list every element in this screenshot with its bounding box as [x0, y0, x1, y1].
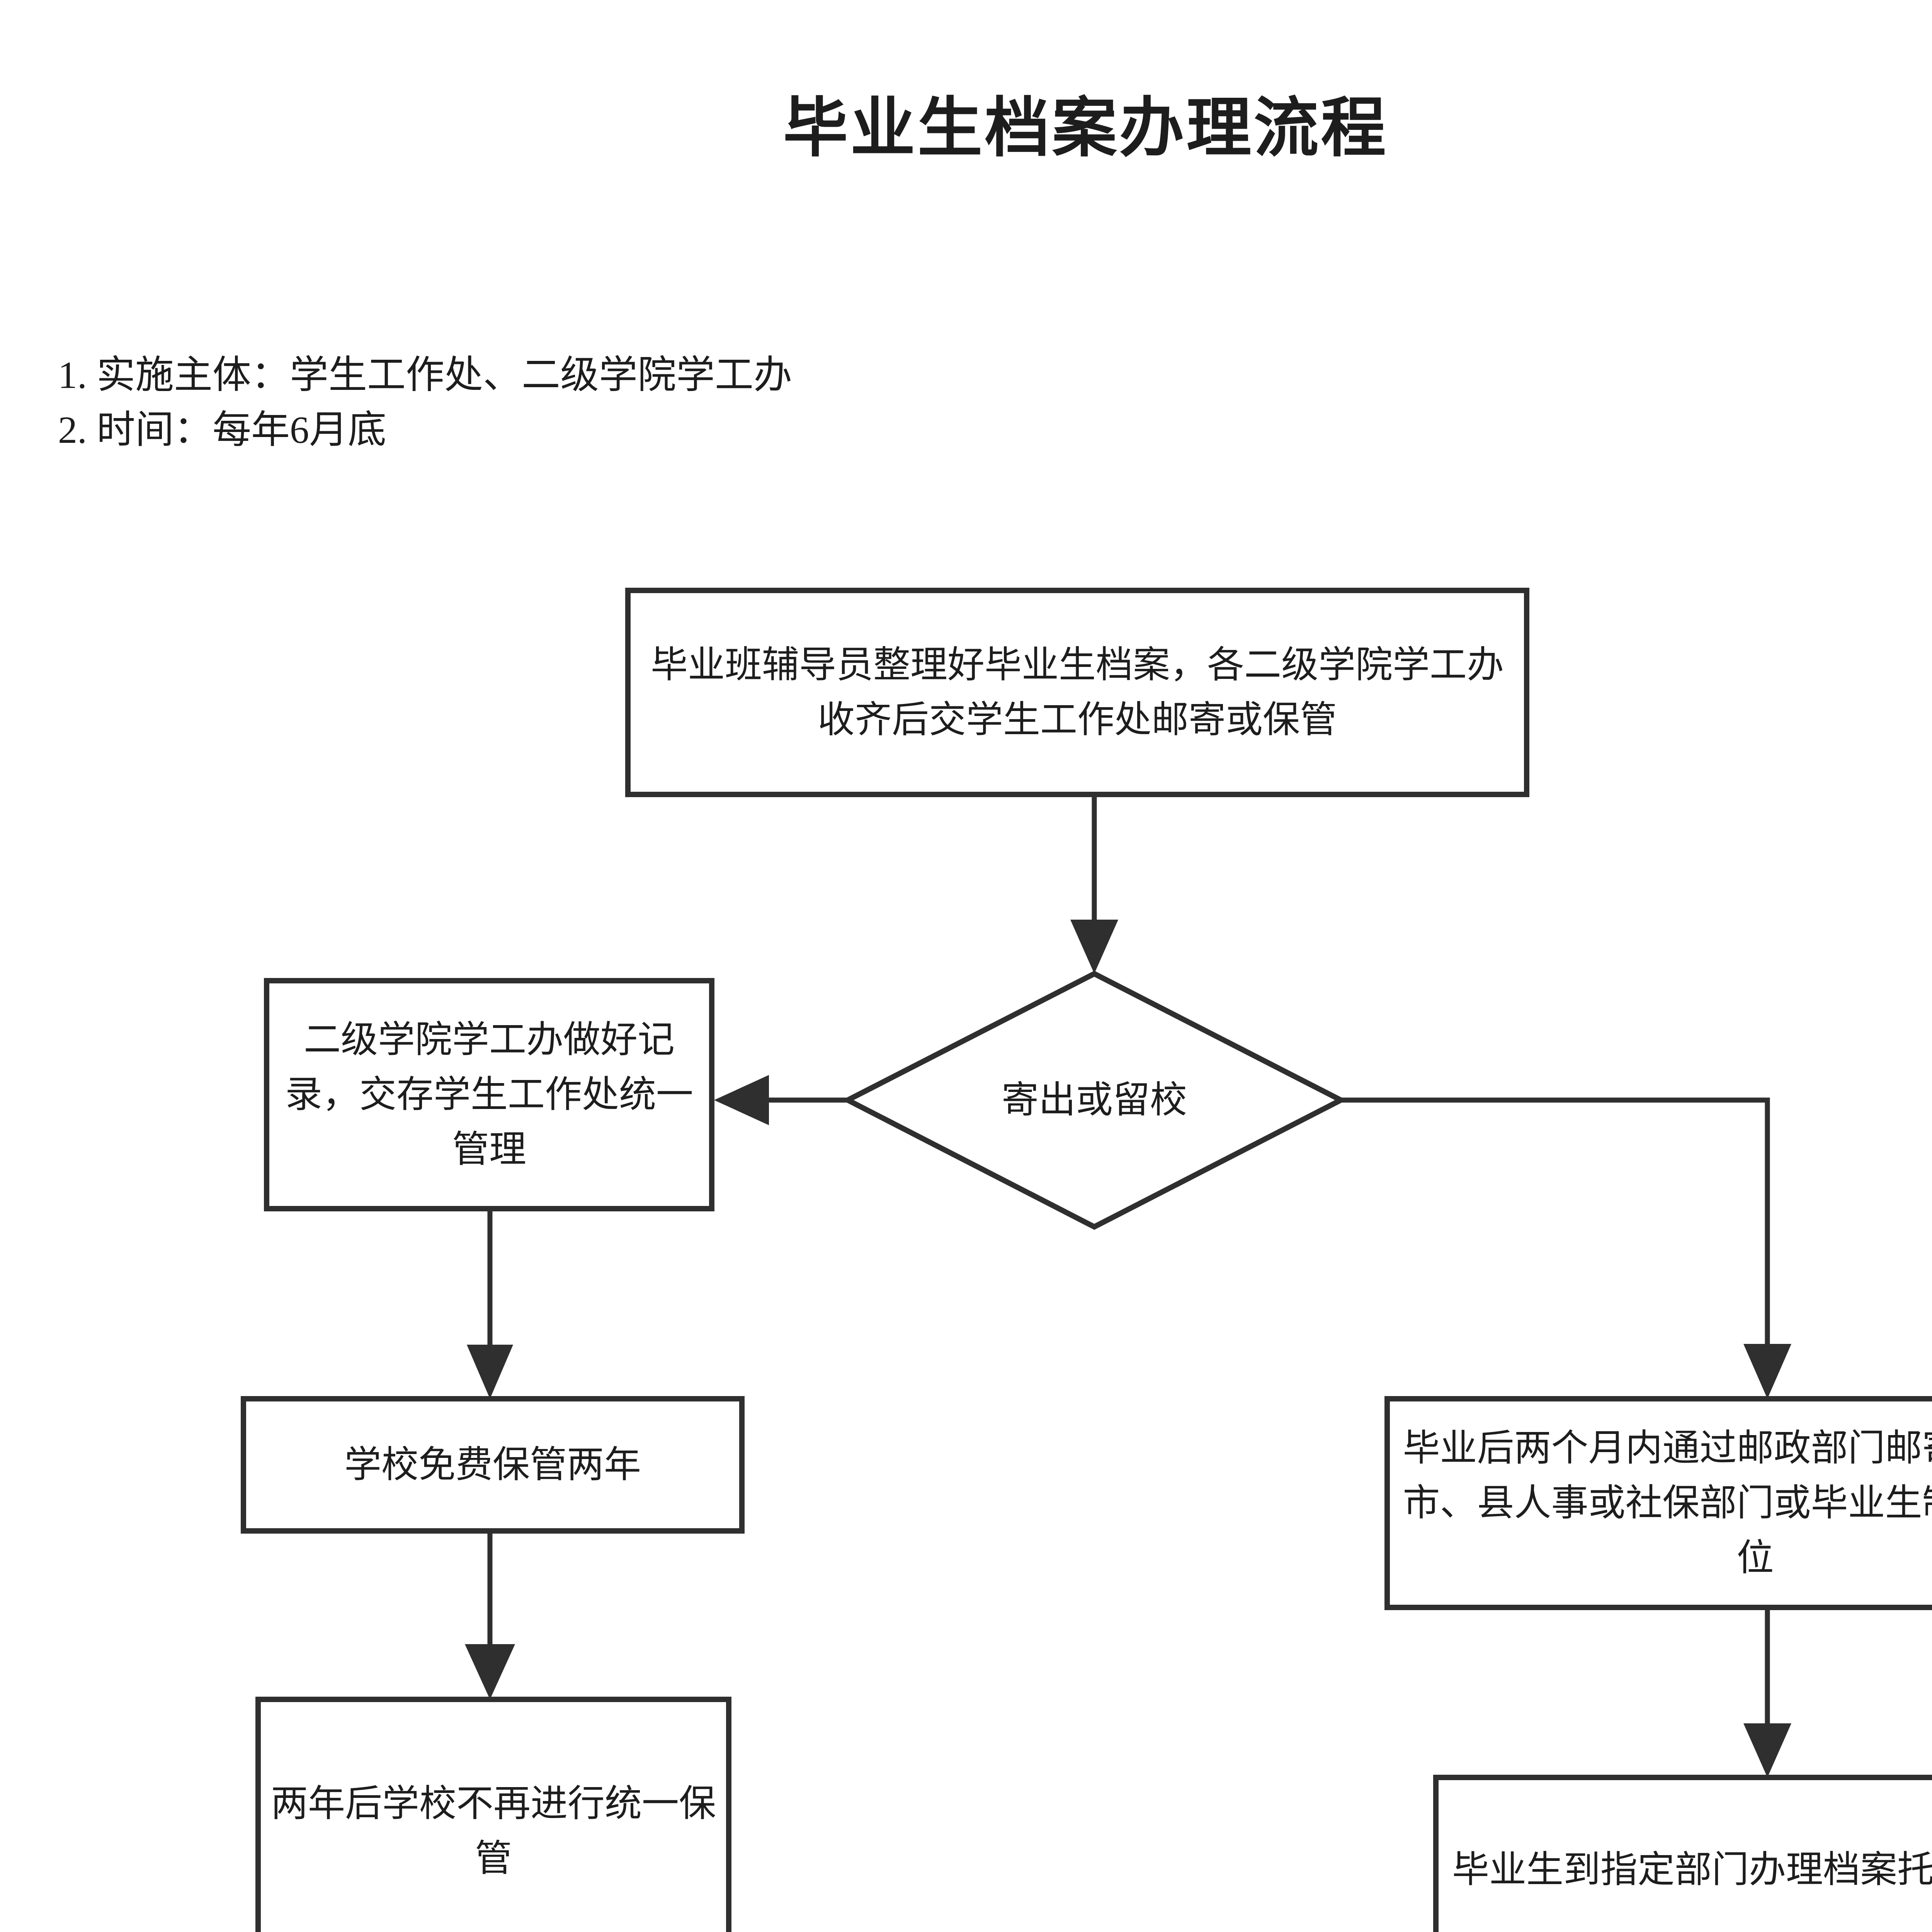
edge-mail-out-to-custody-arrowhead: [1743, 1723, 1791, 1777]
page-title: 毕业生档案办理流程: [783, 90, 1388, 166]
edge-decision-to-mail-out: [1341, 1097, 1770, 1345]
notes-block: 1. 实施主体：学生工作处、二级学院学工办 2. 时间：每年6月底: [58, 348, 792, 457]
node-start-shape[interactable]: [625, 588, 1529, 797]
node-custody-shape[interactable]: [1433, 1775, 1932, 1932]
node-no-storage-shape[interactable]: [255, 1697, 731, 1932]
node-mail-out-shape[interactable]: [1384, 1396, 1932, 1610]
edge-start-to-decision-arrowhead: [1070, 920, 1118, 974]
node-decision-shape[interactable]: [842, 971, 1347, 1230]
note-line-2: 2. 时间：每年6月底: [58, 408, 386, 451]
node-free-storage-shape[interactable]: [241, 1396, 745, 1534]
edge-decision-to-mail-out-arrowhead: [1743, 1344, 1791, 1399]
note-line-1: 1. 实施主体：学生工作处、二级学院学工办: [58, 354, 792, 396]
node-keep-record-shape[interactable]: [264, 978, 714, 1211]
edge-free-storage-to-no-storage-arrowhead: [465, 1644, 515, 1699]
edge-decision-to-keep-record-arrowhead: [714, 1075, 769, 1125]
edge-keep-record-to-free-storage-arrowhead: [467, 1345, 513, 1399]
